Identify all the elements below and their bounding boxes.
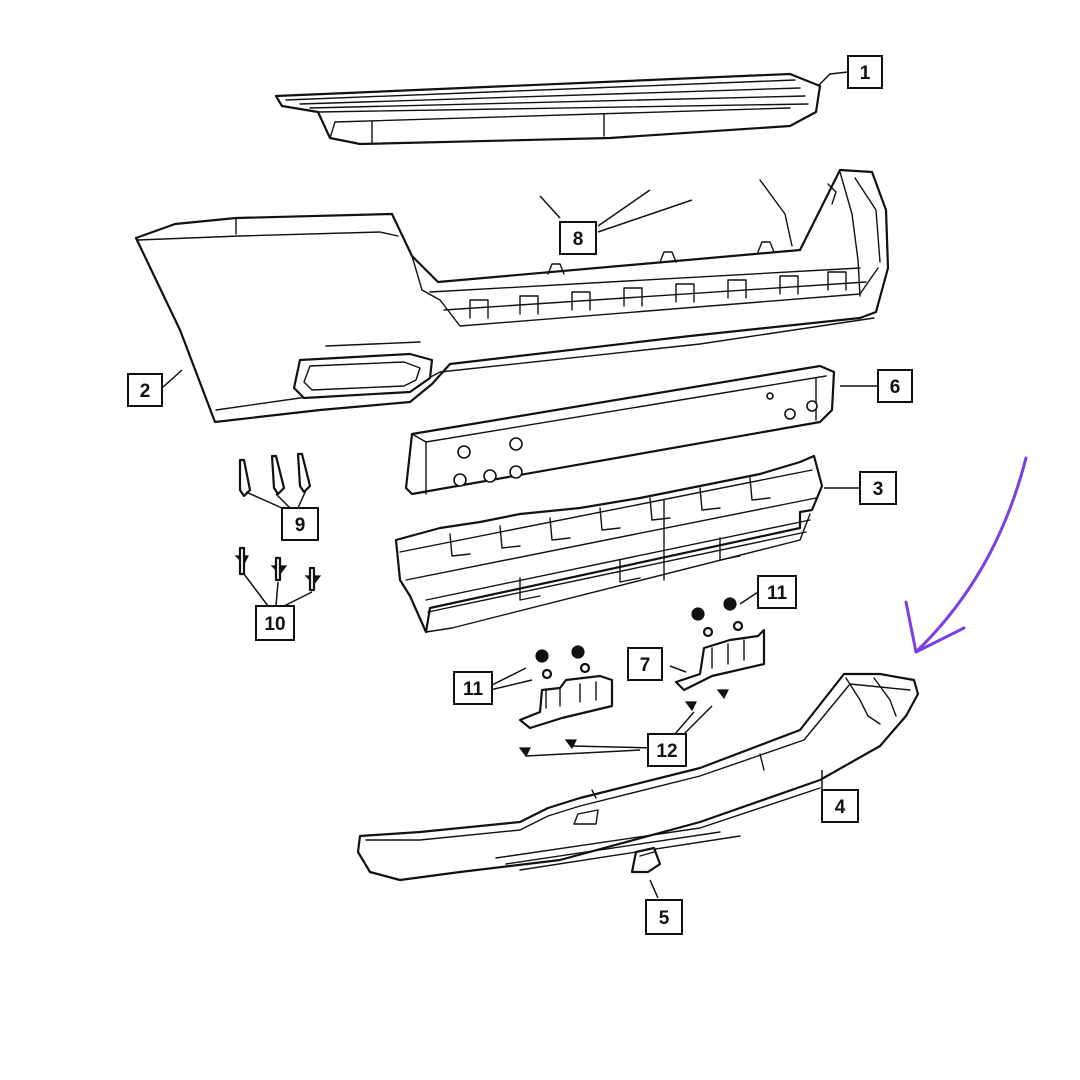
callout-9: 9 (281, 507, 319, 541)
svg-text:11: 11 (767, 583, 788, 604)
part-9-push-pins (238, 452, 312, 498)
callout-11-left: 11 (453, 671, 493, 705)
svg-text:10: 10 (264, 614, 285, 635)
callout-5: 5 (645, 899, 683, 935)
callout-1: 1 (847, 55, 883, 89)
svg-text:9: 9 (295, 515, 306, 536)
callout-6: 6 (877, 369, 913, 403)
callout-4: 4 (821, 789, 859, 823)
svg-text:12: 12 (656, 741, 677, 762)
svg-text:3: 3 (873, 479, 884, 500)
part-11-nuts (535, 597, 744, 680)
part-12-screws (518, 689, 729, 758)
svg-text:5: 5 (659, 908, 670, 929)
callout-2: 2 (127, 373, 163, 407)
callout-12: 12 (647, 733, 687, 767)
callout-8: 8 (559, 221, 597, 255)
svg-text:2: 2 (140, 381, 151, 402)
svg-text:6: 6 (890, 377, 901, 398)
callout-11-right: 11 (757, 575, 797, 609)
part-1-step-pad (274, 72, 822, 146)
callout-7: 7 (627, 647, 663, 681)
part-2-bumper-fascia (134, 168, 890, 424)
svg-text:1: 1 (860, 63, 871, 84)
callout-10: 10 (255, 605, 295, 641)
svg-text:7: 7 (640, 655, 651, 676)
callout-3: 3 (859, 471, 897, 505)
svg-text:8: 8 (573, 229, 584, 250)
annotation-arrow (904, 456, 1028, 654)
part-6-reinforcement-beam (404, 364, 836, 496)
part-3-energy-absorber (394, 454, 824, 634)
part-5-tow-hook-cover (630, 846, 662, 874)
leader-lines (161, 71, 878, 899)
part-4-lower-valance (356, 672, 920, 882)
part-7-brackets (518, 628, 766, 730)
svg-text:11: 11 (463, 679, 484, 700)
svg-text:4: 4 (835, 797, 846, 818)
